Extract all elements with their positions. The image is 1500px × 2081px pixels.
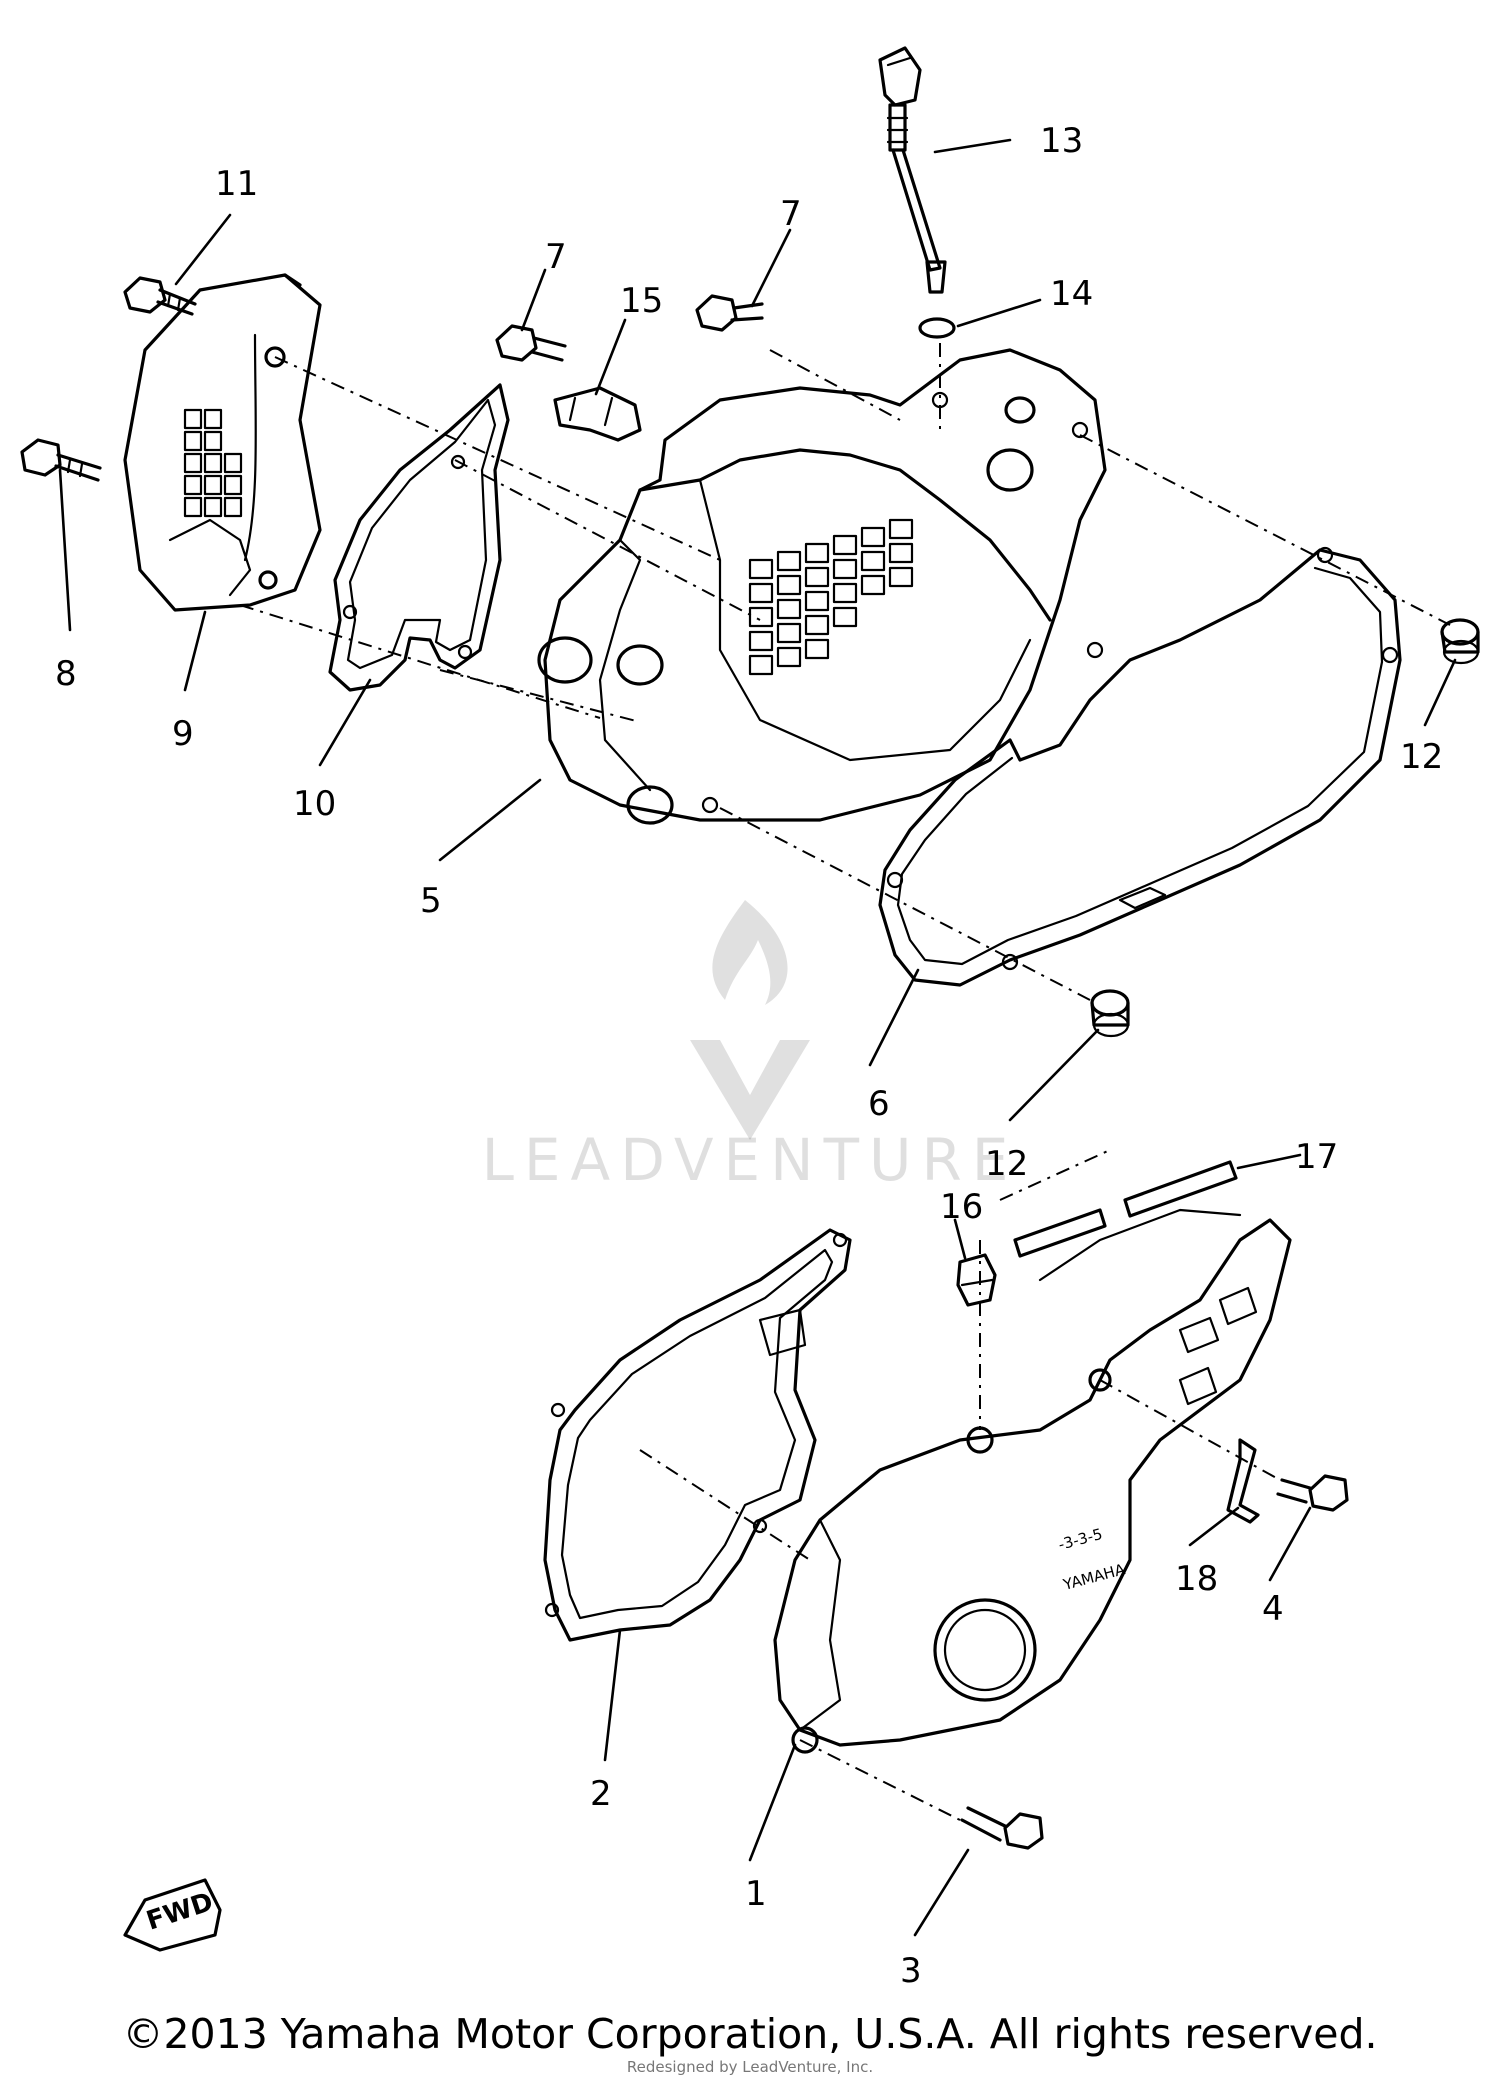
cable-clamp	[553, 386, 642, 442]
callout-16: 16	[940, 1187, 983, 1227]
generator-cover-gasket	[543, 1228, 852, 1642]
hose-fitting	[956, 1253, 997, 1307]
callout-18: 18	[1175, 1559, 1218, 1599]
callout-3: 3	[900, 1951, 922, 1991]
crankcase-gasket	[878, 546, 1402, 987]
dipstick	[878, 46, 947, 294]
callout-2: 2	[590, 1774, 612, 1814]
callout-1: 1	[745, 1874, 767, 1914]
dowel-pin-upper	[1440, 618, 1480, 665]
svg-text:YAMAHA: YAMAHA	[1060, 1560, 1127, 1594]
dowel-pin-lower	[1090, 989, 1130, 1038]
fwd-arrow: FWD	[123, 1878, 222, 1952]
clamp-18	[1226, 1438, 1260, 1524]
callout-15: 15	[620, 281, 663, 321]
redesign-credit: Redesigned by LeadVenture, Inc.	[626, 2058, 874, 2076]
callout-7b: 7	[780, 194, 802, 234]
bolt-4	[1276, 1474, 1349, 1512]
callout-6: 6	[868, 1084, 890, 1124]
callout-12-lower: 12	[985, 1144, 1028, 1184]
callout-14: 14	[1050, 274, 1093, 314]
fwd-label: FWD	[143, 1887, 217, 1937]
crankcase-cover	[537, 348, 1107, 825]
callout-10: 10	[293, 784, 336, 824]
callout-11: 11	[215, 164, 258, 204]
cover-ribs	[748, 518, 914, 676]
copyright-notice: ©2013 Yamaha Motor Corporation, U.S.A. A…	[122, 2010, 1378, 2058]
bolt-3	[960, 1806, 1044, 1850]
bolt-7a	[495, 324, 567, 362]
callout-7a: 7	[545, 237, 567, 277]
bolt-7b	[695, 294, 764, 332]
cover-grille	[183, 408, 243, 518]
watermark-text: LEADVENTURE	[482, 1126, 1019, 1194]
watermark-logo	[690, 900, 810, 1140]
o-ring	[918, 317, 956, 339]
breather-hose	[1013, 1160, 1238, 1258]
generator-cover: -3-3-5 YAMAHA	[773, 1208, 1292, 1754]
callout-9: 9	[172, 714, 194, 754]
callout-12-upper: 12	[1400, 737, 1443, 777]
sprocket-cover	[123, 273, 322, 612]
svg-text:-3-3-5: -3-3-5	[1056, 1525, 1104, 1554]
alignment-lines	[239, 343, 1451, 1821]
callout-5: 5	[420, 881, 442, 921]
sprocket-cover-gasket	[328, 383, 510, 692]
callout-4: 4	[1262, 1589, 1284, 1629]
callout-17: 17	[1295, 1137, 1338, 1177]
leader-lines	[58, 138, 1457, 1937]
callout-13: 13	[1040, 121, 1083, 161]
callout-8: 8	[55, 654, 77, 694]
callouts: 13 14 7 7 15 11 8 9 10 5 6 12 12 17 16 1…	[55, 121, 1443, 1991]
bolt-8	[20, 438, 102, 482]
